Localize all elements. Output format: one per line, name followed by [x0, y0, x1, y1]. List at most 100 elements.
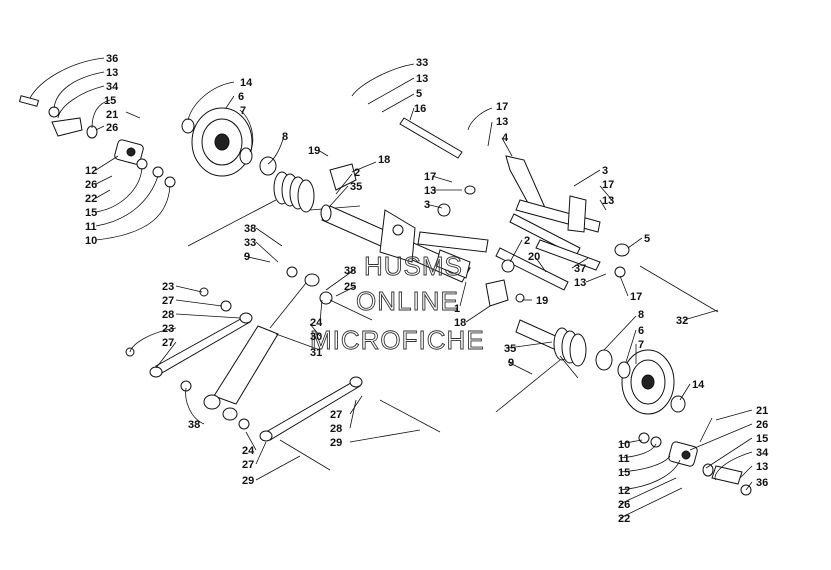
callout-c-21a: 21: [106, 109, 118, 121]
spacer-2: [501, 259, 515, 273]
callout-c-3b: 3: [424, 199, 430, 211]
callout-c-34a: 34: [106, 81, 119, 93]
callout-c-2a: 2: [354, 167, 360, 179]
callout-c-19a: 19: [308, 145, 320, 157]
shock-absorber: [203, 273, 320, 410]
callout-c-22b: 22: [618, 513, 630, 525]
watermark-line-1: HUSMS: [364, 251, 463, 281]
link-arms: [125, 266, 441, 471]
callout-c-13e: 13: [424, 185, 436, 197]
callout-c-15c: 15: [756, 433, 768, 445]
parts-layer: [18, 95, 752, 496]
callout-c-27a: 27: [162, 295, 174, 307]
callout-c-18b: 18: [454, 317, 466, 329]
callout-c-29b: 29: [242, 475, 254, 487]
idler-wheel-right: [617, 349, 686, 415]
callout-c-17b: 17: [602, 179, 614, 191]
callout-c-17a: 17: [496, 101, 508, 113]
callout-c-36a: 36: [106, 53, 118, 65]
upper-bracket: [437, 155, 630, 278]
callout-c-29a: 29: [330, 437, 342, 449]
callout-c-13a: 13: [106, 67, 118, 79]
callout-c-35a: 35: [350, 181, 362, 193]
callout-c-16a: 16: [414, 103, 426, 115]
callout-c-23b: 23: [162, 323, 174, 335]
callout-c-11a: 11: [85, 221, 97, 233]
callout-c-14b: 14: [692, 379, 705, 391]
callout-c-5b: 5: [644, 233, 650, 245]
callout-labels: 3613341521261226221511101467819182353313…: [85, 53, 769, 525]
callout-c-27b: 27: [162, 337, 174, 349]
callout-c-24b: 24: [242, 445, 255, 457]
stop-block-lower: [485, 279, 509, 307]
callout-c-28a: 28: [162, 309, 174, 321]
callout-c-37a: 37: [574, 263, 586, 275]
callout-c-22a: 22: [85, 193, 97, 205]
callout-c-7a: 7: [240, 105, 246, 117]
callout-c-23a: 23: [162, 281, 174, 293]
callout-c-26d: 26: [618, 499, 630, 511]
callout-c-26a: 26: [106, 122, 118, 134]
callout-c-36b: 36: [756, 477, 768, 489]
callout-c-19b: 19: [536, 295, 548, 307]
axle-cap-right: [638, 417, 752, 496]
callout-c-11b: 11: [618, 453, 630, 465]
callout-c-28b: 28: [330, 423, 342, 435]
callout-c-4a: 4: [502, 132, 509, 144]
callout-c-8a: 8: [282, 131, 288, 143]
watermark-line-2: ONLINE: [356, 286, 459, 316]
torsion-spring-left: [187, 171, 361, 247]
callout-c-32a: 32: [676, 315, 688, 327]
idler-wheel-left: [181, 107, 277, 177]
callout-c-27c: 27: [330, 409, 342, 421]
callout-c-15b: 15: [85, 207, 97, 219]
callout-c-17d: 17: [630, 291, 642, 303]
callout-c-17c: 17: [424, 171, 436, 183]
callout-c-13d: 13: [602, 195, 614, 207]
callout-c-25a: 25: [344, 281, 356, 293]
callout-c-10a: 10: [85, 235, 97, 247]
callout-c-34b: 34: [756, 447, 769, 459]
callout-c-18a: 18: [378, 154, 390, 166]
watermark-line-3: MICROFICHE: [310, 325, 485, 355]
callout-c-20a: 20: [528, 251, 540, 263]
callout-c-15d: 15: [618, 467, 630, 479]
callout-c-6b: 6: [638, 325, 644, 337]
callout-c-5a: 5: [416, 88, 422, 100]
callout-c-10b: 10: [618, 439, 630, 451]
callout-c-33a: 33: [416, 57, 428, 69]
callout-c-13c: 13: [496, 116, 508, 128]
callout-c-8b: 8: [638, 309, 644, 321]
callout-c-6a: 6: [238, 91, 244, 103]
callout-c-13g: 13: [756, 461, 768, 473]
callout-c-12a: 12: [85, 165, 97, 177]
callout-c-27d: 27: [242, 459, 254, 471]
callout-c-1a: 1: [454, 303, 460, 315]
callout-c-12b: 12: [618, 485, 630, 497]
callout-c-38b: 38: [344, 265, 356, 277]
washer-19: [515, 293, 525, 303]
callout-c-9a: 9: [244, 251, 250, 263]
callout-c-31a: 31: [310, 347, 322, 359]
callout-c-21b: 21: [756, 405, 768, 417]
callout-c-38c: 38: [188, 419, 200, 431]
callout-c-7b: 7: [638, 339, 644, 351]
callout-c-13f: 13: [574, 277, 586, 289]
callout-c-30a: 30: [310, 331, 322, 343]
callout-c-2b: 2: [524, 235, 530, 247]
callout-c-26c: 26: [756, 419, 768, 431]
watermark: HUSMS ONLINE MICROFICHE: [310, 251, 485, 356]
callout-c-3a: 3: [602, 165, 608, 177]
callout-c-35b: 35: [504, 343, 516, 355]
callout-c-33b: 33: [244, 237, 256, 249]
callout-c-9b: 9: [508, 357, 514, 369]
axle-cap-left: [18, 95, 176, 188]
callout-c-24a: 24: [310, 317, 323, 329]
callout-c-38a: 38: [244, 223, 256, 235]
callout-c-15a: 15: [104, 95, 116, 107]
upper-rods: [399, 117, 719, 313]
callout-c-13b: 13: [416, 73, 428, 85]
cross-shaft: [320, 204, 489, 283]
